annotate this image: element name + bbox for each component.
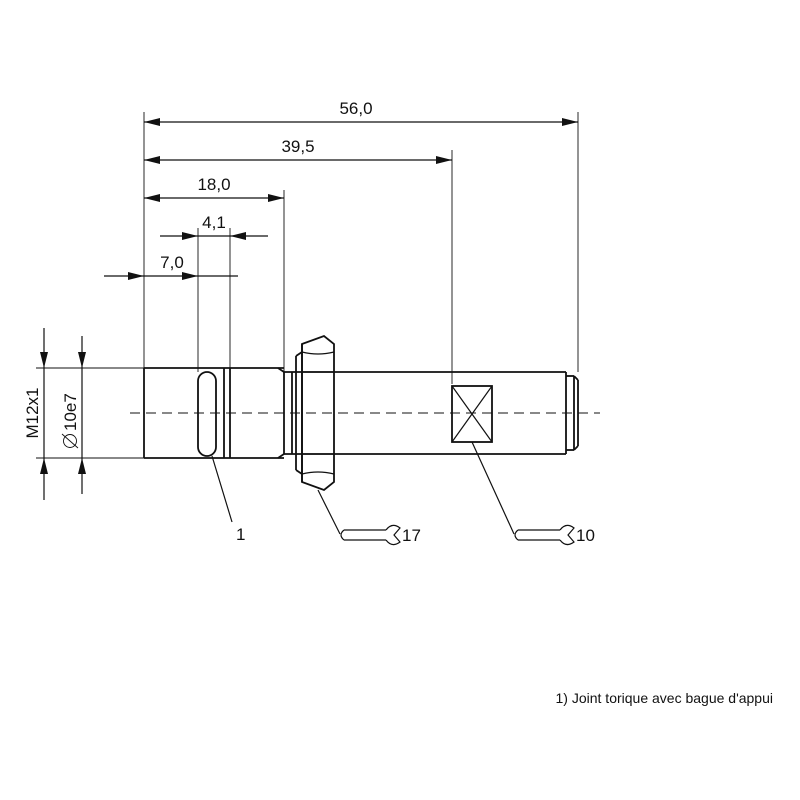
dim-label-4-1: 4,1 bbox=[202, 213, 226, 232]
dimension-thread-start: 18,0 bbox=[144, 175, 284, 202]
dimension-overall-length: 56,0 bbox=[144, 99, 578, 126]
diameter-symbol-icon bbox=[61, 433, 79, 449]
dimension-marker-position: 39,5 bbox=[144, 137, 452, 164]
dim-label-7: 7,0 bbox=[160, 253, 184, 272]
wrench-icon bbox=[514, 524, 575, 546]
extension-lines bbox=[36, 112, 579, 459]
dim-label-diameter: 10e7 bbox=[61, 393, 80, 431]
dimension-diameter: 10e7 bbox=[61, 336, 86, 494]
dim-label-56: 56,0 bbox=[339, 99, 372, 118]
callout-oring: 1 bbox=[211, 455, 245, 544]
dim-label-m12x1: M12x1 bbox=[23, 387, 42, 438]
nut-wrench-size: 17 bbox=[402, 526, 421, 545]
body-wrench-size: 10 bbox=[576, 526, 595, 545]
o-ring bbox=[197, 371, 217, 457]
dimension-oring-position: 7,0 bbox=[104, 253, 238, 280]
wrench-flat-marker bbox=[451, 385, 493, 443]
wrench-icon bbox=[340, 524, 401, 546]
dim-label-39-5: 39,5 bbox=[281, 137, 314, 156]
hex-nut bbox=[291, 334, 335, 492]
footnote: 1) Joint torique avec bague d'appui bbox=[556, 690, 774, 706]
callout-oring-label: 1 bbox=[236, 525, 245, 544]
dimension-groove-width: 4,1 bbox=[160, 213, 268, 240]
dim-label-18: 18,0 bbox=[197, 175, 230, 194]
callout-body-wrench: 10 bbox=[471, 441, 595, 546]
dimension-thread: M12x1 bbox=[23, 328, 48, 500]
callout-nut-wrench: 17 bbox=[317, 489, 421, 546]
